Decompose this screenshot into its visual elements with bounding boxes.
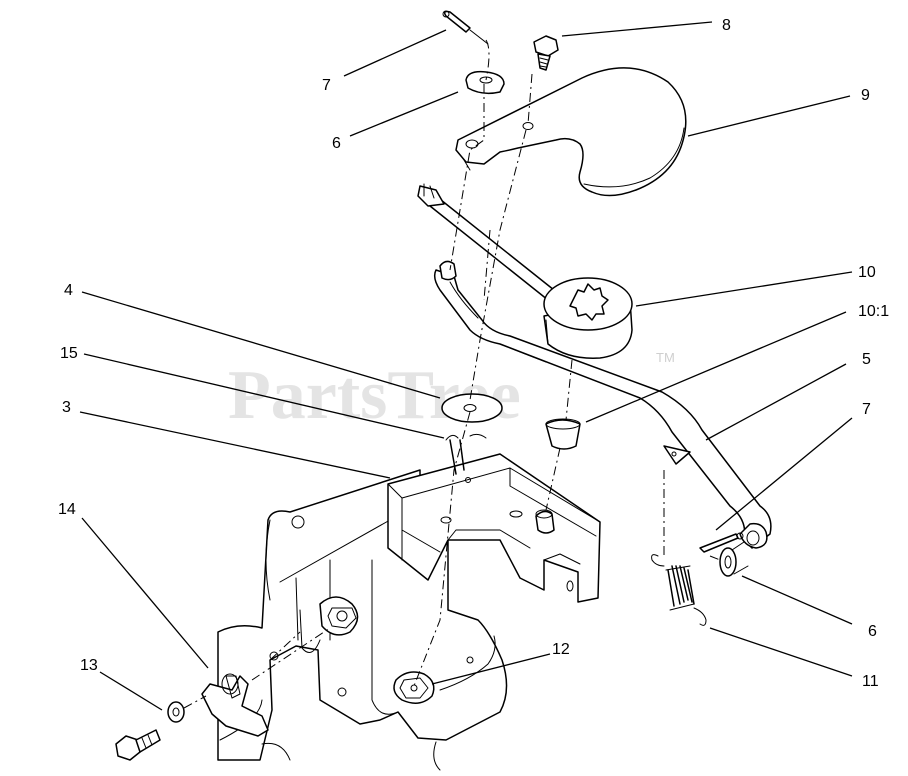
callout-12: 12 [552,641,570,658]
callout-9: 9 [861,87,870,104]
assembly-center-lines [183,39,721,709]
end-washer [719,541,749,577]
leader-lines [79,21,853,711]
side-washer [167,701,185,723]
callout-4: 4 [64,282,73,299]
top-washer [465,70,505,95]
top-bolt [533,35,559,71]
top-cotter-pin [442,10,489,45]
watermark: PartsTree TM [228,350,675,434]
callout-8: 8 [722,17,731,34]
callout-labels: 8 7 9 6 10 10:1 4 15 5 3 7 14 6 12 13 11 [58,17,889,690]
callout-13: 13 [80,657,98,674]
side-bolt [115,729,161,761]
hub-assembly [543,277,633,359]
callout-3: 3 [62,399,71,416]
end-cotter-pin [699,532,744,553]
pivot-shaft [201,673,269,737]
callout-5: 5 [862,351,871,368]
callout-7-right: 7 [862,401,871,418]
callout-7-top: 7 [322,77,331,94]
callout-6-right: 6 [868,623,877,640]
bushing [545,418,581,450]
watermark-trademark: TM [656,350,675,365]
callout-10-1: 10:1 [858,303,889,320]
control-lever [417,183,772,549]
callout-15: 15 [60,345,78,362]
callout-10: 10 [858,264,876,281]
extension-spring [651,470,707,626]
idler-arm [455,67,687,197]
flat-washer-large [441,393,503,423]
bracket [387,453,601,603]
callout-11: 11 [862,673,879,690]
callout-6-top: 6 [332,135,341,152]
bracket-stud [535,509,555,534]
callout-14: 14 [58,501,76,518]
hairpin-clip [445,433,487,475]
flange-nut [393,671,435,704]
